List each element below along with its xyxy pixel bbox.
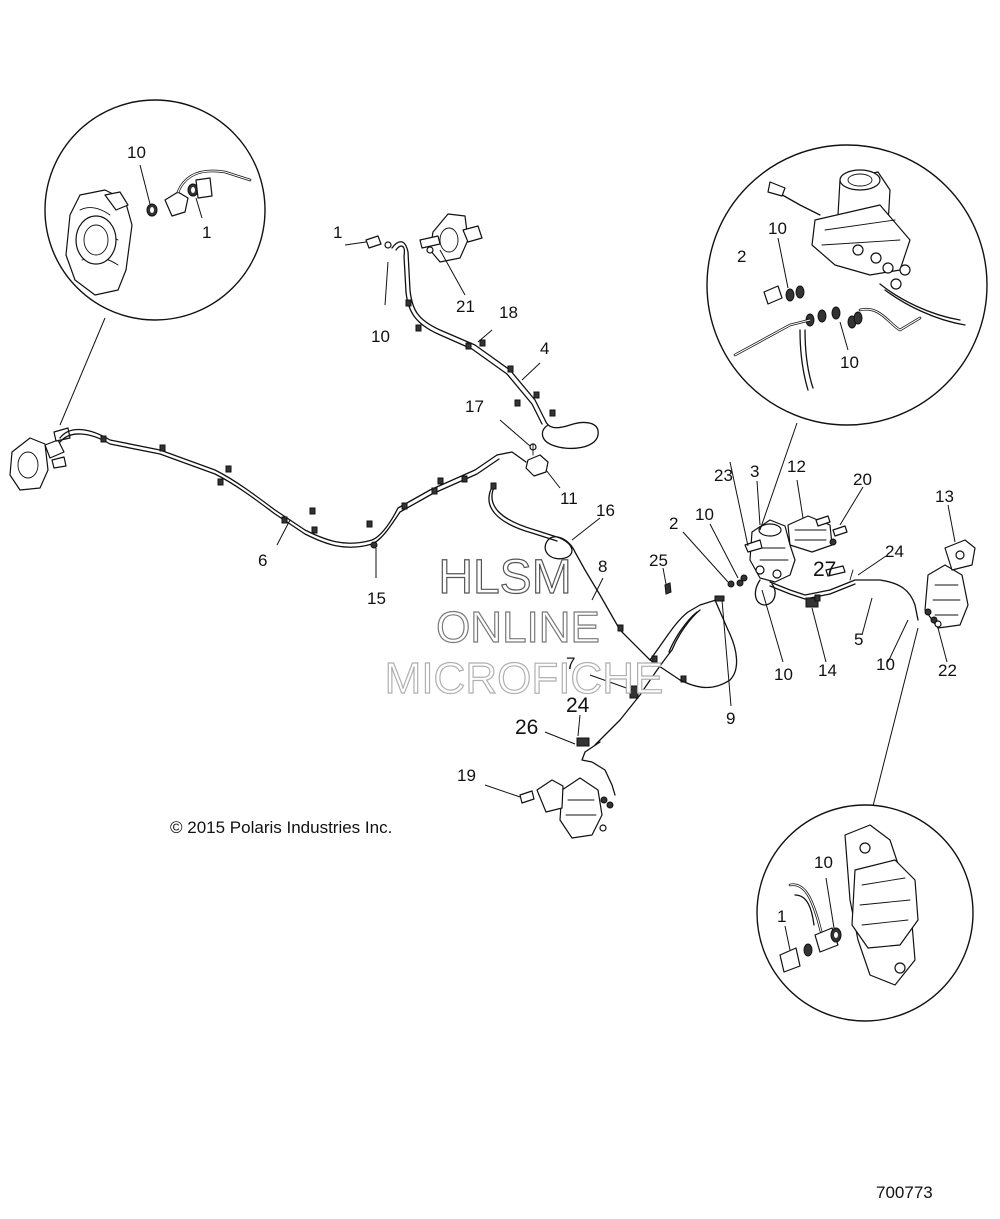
clip-25: [664, 582, 672, 595]
callout-label: 21: [456, 297, 475, 316]
callout-labels: 10 1 1 21 18 10 4 17 11 16 6 15 8 25 2 1…: [127, 143, 957, 926]
watermark-line-2: ONLINE: [436, 603, 600, 652]
detail-circle-front-left-caliper: [44, 99, 266, 321]
watermark: HLSM ONLINE MICROFICHE: [384, 550, 664, 703]
callout-label: 5: [854, 630, 863, 649]
callout-label: 9: [726, 709, 735, 728]
callout-label: 23: [714, 466, 733, 485]
diagram-id: 700773: [876, 1183, 933, 1202]
callout-label: 17: [465, 397, 484, 416]
callout-label: 10: [840, 353, 859, 372]
front-left-caliper: [9, 427, 71, 491]
callout-label: 19: [457, 766, 476, 785]
watermark-line-3: MICROFICHE: [385, 654, 664, 703]
callout-label: 10: [814, 853, 833, 872]
callout-label: 25: [649, 551, 668, 570]
callout-label: 1: [202, 223, 211, 242]
callout-label: 12: [787, 457, 806, 476]
callout-label: 10: [768, 219, 787, 238]
callout-label: 14: [818, 661, 837, 680]
callout-label: 24: [885, 542, 904, 561]
front-right-caliper-top: [365, 213, 483, 263]
callout-label: 10: [695, 505, 714, 524]
callout-label: 27: [813, 558, 836, 581]
callout-label: 8: [598, 557, 607, 576]
brake-lines-center: [488, 482, 738, 796]
callout-label: 13: [935, 487, 954, 506]
callout-label: 18: [499, 303, 518, 322]
callout-label: 4: [540, 339, 549, 358]
rear-right-caliper: [924, 539, 976, 629]
detail-circle-rear-caliper: [756, 804, 974, 1022]
callout-label: 11: [560, 489, 578, 508]
callout-label: 6: [258, 551, 267, 570]
junction-block-11: [496, 443, 549, 477]
callout-label: 10: [774, 665, 793, 684]
callout-label: 26: [515, 716, 538, 739]
callout-label: 3: [750, 462, 759, 481]
brake-line-6: [59, 428, 500, 549]
callout-label: 15: [367, 589, 386, 608]
callout-label: 2: [737, 247, 746, 266]
callout-label: 10: [127, 143, 146, 162]
watermark-line-1: HLSM: [438, 551, 571, 604]
callout-leaders: [276, 241, 956, 798]
callout-label: 16: [596, 501, 615, 520]
callout-label: 10: [371, 327, 390, 346]
detail-circle-master-cylinder: [706, 144, 988, 426]
callout-label: 7: [566, 654, 575, 673]
callout-label: 1: [333, 223, 342, 242]
callout-label: 2: [669, 514, 678, 533]
callout-label: 1: [777, 907, 786, 926]
callout-label: 20: [853, 470, 872, 489]
callout-label: 24: [566, 694, 590, 717]
callout-label: 10: [876, 655, 895, 674]
callout-label: 22: [938, 661, 957, 680]
copyright-notice: © 2015 Polaris Industries Inc.: [170, 818, 392, 837]
rear-left-caliper: [519, 777, 614, 839]
brake-line-4: [391, 241, 599, 449]
master-cylinder: [727, 515, 919, 621]
